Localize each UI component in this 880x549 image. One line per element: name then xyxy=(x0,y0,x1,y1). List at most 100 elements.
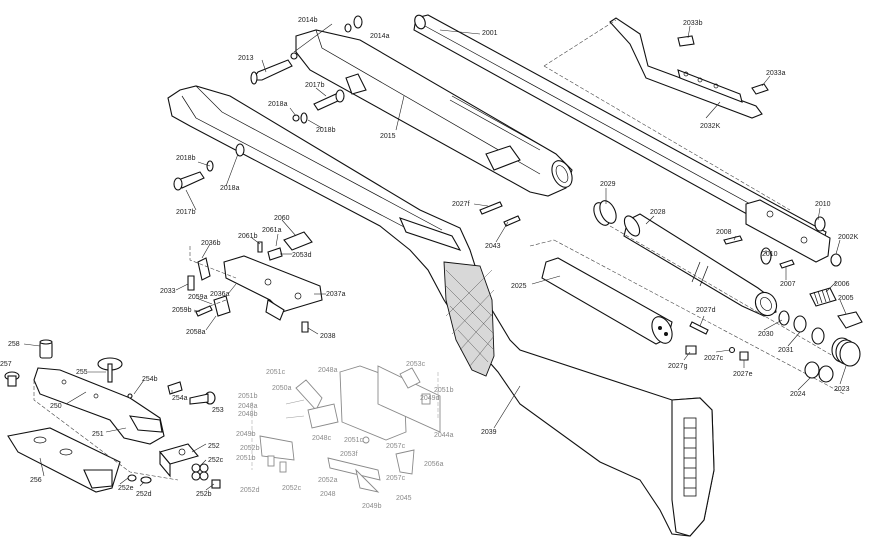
trigger-housing-2037a xyxy=(223,255,323,321)
pin-2059b xyxy=(195,305,213,317)
pin-2007 xyxy=(779,259,795,269)
piston-head-2023 xyxy=(831,337,861,367)
label-250: 250 xyxy=(50,403,62,410)
label-2025: 2025 xyxy=(511,283,527,290)
label-2061b: 2061b xyxy=(238,233,258,240)
washer-2031 xyxy=(811,327,825,345)
breech-block-2010 xyxy=(745,199,842,267)
label-254b: 254b xyxy=(142,376,158,383)
label-2052d: 2052d xyxy=(240,487,260,494)
label-2014a: 2014a xyxy=(370,33,390,40)
label-2023: 2023 xyxy=(834,386,850,393)
label-2053c: 2053c xyxy=(406,361,426,368)
spring-2053d xyxy=(267,247,283,261)
label-2048c: 2048c xyxy=(312,435,332,442)
label-2053d: 2053d xyxy=(292,252,312,259)
label-2027e: 2027e xyxy=(733,371,753,378)
label-2061a: 2061a xyxy=(262,227,282,234)
label-2033a: 2033a xyxy=(766,70,786,77)
label-2048: 2048 xyxy=(320,491,336,498)
screw-253 xyxy=(189,391,216,405)
label-2005: 2005 xyxy=(838,295,854,302)
label-2044a: 2044a xyxy=(434,432,454,439)
label-2043: 2043 xyxy=(485,243,501,250)
label-2053f: 2053f xyxy=(340,451,358,458)
label-2029: 2029 xyxy=(600,181,616,188)
label-252c: 252c xyxy=(208,457,224,464)
cap-258 xyxy=(39,339,53,359)
label-2049b-b: 2049b xyxy=(362,503,382,510)
oring-2031 xyxy=(793,315,807,333)
lever-2058a xyxy=(213,295,231,317)
screw-2027e xyxy=(739,351,749,361)
pin-2027d xyxy=(689,321,709,335)
label-2038: 2038 xyxy=(320,333,336,340)
label-2051b-a: 2051b xyxy=(238,393,258,400)
label-2048b: 2048b xyxy=(238,411,258,418)
pin-2043 xyxy=(503,215,521,227)
clover-252c xyxy=(191,463,209,481)
screw-2038 xyxy=(301,321,309,333)
label-2033b: 2033b xyxy=(683,20,703,27)
label-252d: 252d xyxy=(136,491,152,498)
screw-2027g xyxy=(685,345,697,355)
label-256: 256 xyxy=(30,477,42,484)
label-2018b-lower: 2018b xyxy=(176,155,196,162)
label-2059b: 2059b xyxy=(172,307,192,314)
pin-2027f xyxy=(479,201,503,215)
leader-lines xyxy=(23,23,847,491)
washer-2014b-2 xyxy=(344,23,352,33)
label-2030: 2030 xyxy=(758,331,774,338)
label-2027f: 2027f xyxy=(452,201,470,208)
oring-2024a xyxy=(804,361,820,379)
screw-2017b-upper xyxy=(313,89,345,111)
label-2024: 2024 xyxy=(790,391,806,398)
label-255: 255 xyxy=(76,369,88,376)
spring-2036b xyxy=(197,257,211,281)
screw-2017b-lower xyxy=(173,171,205,191)
screw-2013 xyxy=(250,59,293,85)
label-2058a: 2058a xyxy=(186,329,206,336)
label-2056a: 2056a xyxy=(424,461,444,468)
label-2048a-a: 2048a xyxy=(318,367,338,374)
screw-2033 xyxy=(187,275,195,291)
label-2001: 2001 xyxy=(482,30,498,37)
label-252: 252 xyxy=(208,443,220,450)
label-2049d: 2049d xyxy=(420,395,440,402)
label-2048a-b: 2048a xyxy=(238,403,258,410)
washer-2027c xyxy=(728,346,736,354)
washer-2014a xyxy=(353,15,363,29)
pin-2061b xyxy=(257,241,263,253)
label-2015: 2015 xyxy=(380,133,396,140)
label-2033-stock: 2033 xyxy=(160,288,176,295)
oring-2024b xyxy=(818,365,834,383)
label-2010-upper: 2010 xyxy=(815,201,831,208)
spring-2006 xyxy=(809,287,837,307)
label-2050a: 2050a xyxy=(272,385,292,392)
washer-2014b xyxy=(290,52,298,60)
label-2010-lower: 2010 xyxy=(762,251,778,258)
label-2049b-a: 2049b xyxy=(236,431,256,438)
label-257: 257 xyxy=(0,361,12,368)
label-258: 258 xyxy=(8,341,20,348)
washer-2018b xyxy=(300,112,308,124)
label-2017b-upper: 2017b xyxy=(305,82,325,89)
label-2052a: 2052a xyxy=(318,477,338,484)
label-252b: 252b xyxy=(196,491,212,498)
label-2057c-a: 2057c xyxy=(386,443,406,450)
receiver-2015 xyxy=(295,29,573,197)
label-2018a-upper: 2018a xyxy=(268,101,288,108)
piston-2025 xyxy=(541,257,673,345)
label-2002K: 2002K xyxy=(838,234,859,241)
trigger-base-256 xyxy=(7,427,121,493)
part-labels-main: 2001 2033b 2033a 2032K 2014b 2014a 2013 … xyxy=(160,17,859,436)
label-2007: 2007 xyxy=(780,281,796,288)
label-2008: 2008 xyxy=(716,229,732,236)
pin-252b xyxy=(211,479,221,489)
label-2031: 2031 xyxy=(778,347,794,354)
rear-sight-2032K xyxy=(609,17,769,119)
label-2017b-lower: 2017b xyxy=(176,209,196,216)
oring-2030 xyxy=(778,310,790,326)
